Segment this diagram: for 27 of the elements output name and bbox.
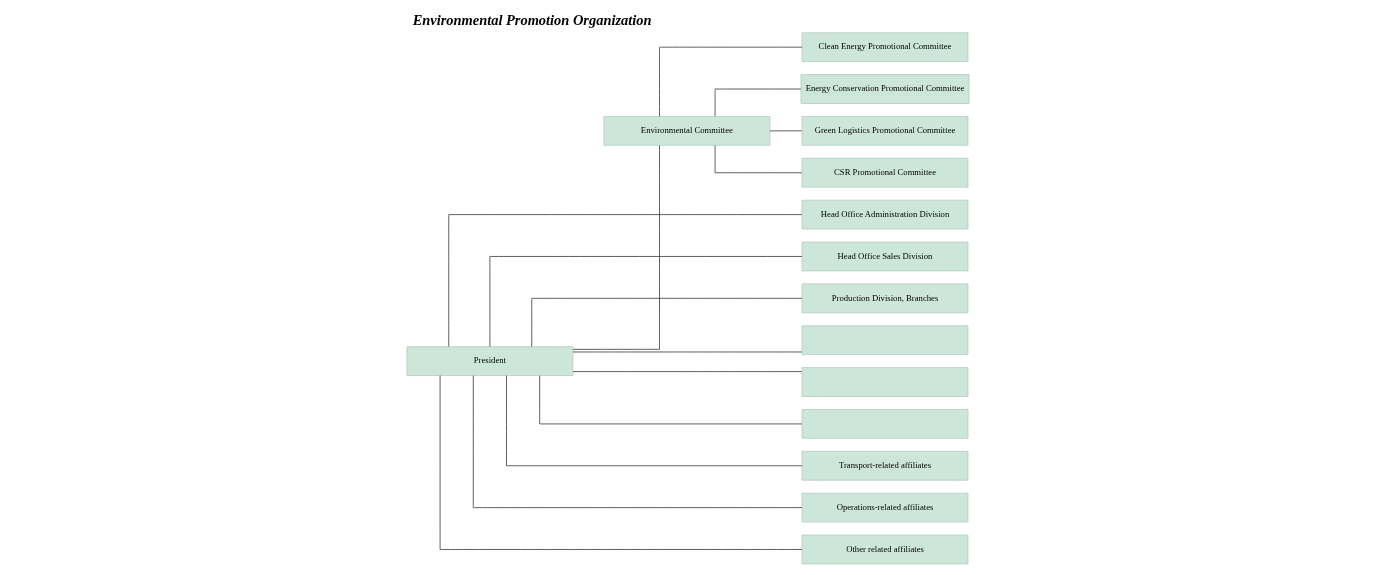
node-box: Other related affiliates xyxy=(801,534,968,565)
connector xyxy=(472,375,802,508)
connector xyxy=(538,375,802,425)
diagram-title: Environmental Promotion Organization xyxy=(412,11,651,28)
connector xyxy=(572,371,802,372)
connector xyxy=(572,145,660,350)
node-box: Head Office Administration Division xyxy=(801,199,968,230)
node-box xyxy=(801,367,968,397)
node-box: Production Division, Branches xyxy=(801,283,968,314)
connector xyxy=(658,46,802,117)
node-box: Environmental Committee xyxy=(603,116,770,146)
node-box: Head Office Sales Division xyxy=(801,241,968,272)
node-box: CSR Promotional Committee xyxy=(801,157,968,188)
connector xyxy=(505,375,802,467)
connector xyxy=(447,214,802,347)
node-box xyxy=(801,325,968,355)
connector xyxy=(489,256,802,347)
node-box: Transport-related affiliates xyxy=(801,450,968,481)
node-box: Green Logistics Promotional Committee xyxy=(801,116,968,146)
connector xyxy=(439,375,802,550)
node-box: Clean Energy Promotional Committee xyxy=(801,32,968,62)
node-box: Operations-related affiliates xyxy=(801,492,968,523)
connector xyxy=(530,297,802,347)
connector xyxy=(714,145,802,174)
node-box: Energy Conservation Promotional Committee xyxy=(800,74,969,104)
node-box: President xyxy=(406,346,573,376)
node-box xyxy=(801,409,968,439)
